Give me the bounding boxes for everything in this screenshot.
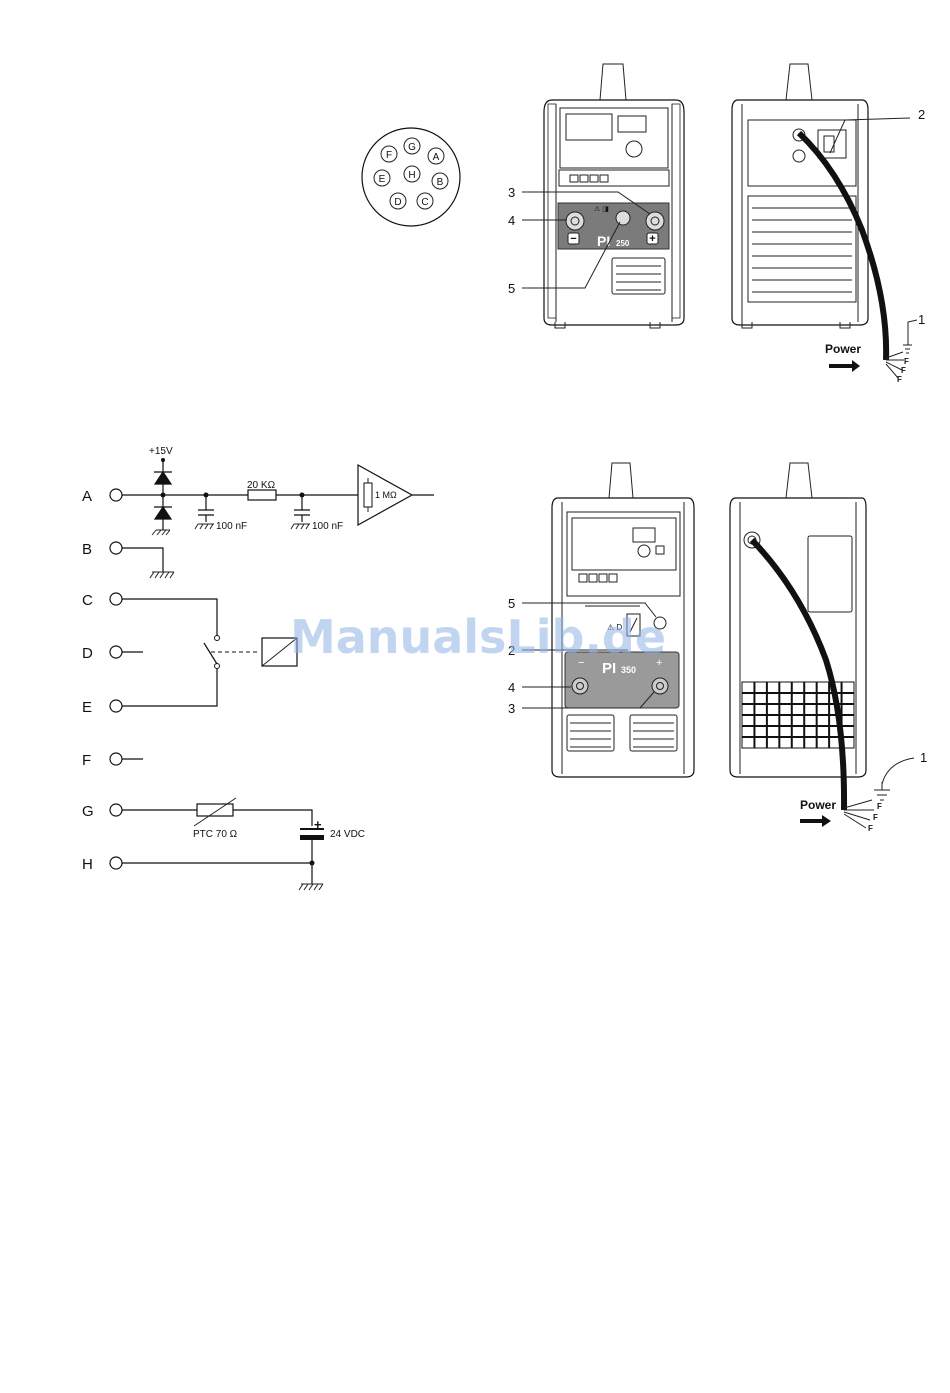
power-label: Power bbox=[800, 798, 836, 812]
power-arrow-icon bbox=[800, 815, 831, 827]
pi350-rear-view: F F F Power bbox=[730, 463, 914, 833]
power-arrow-icon bbox=[829, 360, 860, 372]
callout: 4 bbox=[508, 213, 515, 228]
plus-terminal: + bbox=[649, 233, 655, 245]
row-label: A bbox=[82, 488, 92, 505]
pin-label: E bbox=[379, 174, 386, 185]
pi250-model: PI bbox=[597, 233, 610, 249]
watermark: ManualsLib.de bbox=[290, 610, 666, 664]
row-label: G bbox=[82, 803, 94, 820]
terminal-b bbox=[110, 542, 122, 554]
row-label: E bbox=[82, 699, 92, 716]
callout: 5 bbox=[508, 596, 515, 611]
row-label: C bbox=[82, 592, 93, 609]
wire-label: F bbox=[904, 357, 909, 366]
connector-pinout: G A BC D E F H bbox=[362, 128, 460, 226]
terminal-d bbox=[110, 646, 122, 658]
pin-label: H bbox=[408, 170, 415, 181]
cap2-label: 100 nF bbox=[312, 521, 343, 532]
callout: 4 bbox=[508, 680, 515, 695]
wire-label: F bbox=[868, 824, 873, 833]
schematic: A B C D E F G H +15V 100 nF 20 KΩ 100 nF 1 MΩ bbox=[82, 446, 434, 890]
power-label: Power bbox=[825, 342, 861, 356]
wire-label: F bbox=[897, 375, 902, 384]
cap1-label: 100 nF bbox=[216, 521, 247, 532]
row-label: H bbox=[82, 856, 93, 873]
terminal-c bbox=[110, 593, 122, 605]
terminal-g bbox=[110, 804, 122, 816]
row-label: B bbox=[82, 541, 92, 558]
wire-label: F bbox=[877, 802, 882, 811]
plus-mark: + bbox=[314, 817, 322, 832]
terminal-h bbox=[110, 857, 122, 869]
resistor-label: 20 KΩ bbox=[247, 480, 276, 491]
wire-label: F bbox=[901, 366, 906, 375]
amp-res-label: 1 MΩ bbox=[375, 490, 397, 500]
callout: 3 bbox=[508, 701, 515, 716]
pin-label: F bbox=[386, 150, 392, 161]
pin-label: G bbox=[408, 142, 416, 153]
supply-label: +15V bbox=[149, 446, 173, 457]
row-label: F bbox=[82, 752, 91, 769]
callout: 5 bbox=[508, 281, 515, 296]
pin-label: A bbox=[433, 152, 440, 163]
row-label: D bbox=[82, 645, 93, 662]
pi250-rear-view: F F F Power bbox=[732, 64, 917, 384]
dc-label: 24 VDC bbox=[330, 829, 365, 840]
callout: 1 bbox=[920, 750, 927, 765]
minus-terminal: − bbox=[570, 233, 576, 245]
callout: 1 bbox=[918, 312, 925, 327]
terminal-a bbox=[110, 489, 122, 501]
ptc-label: PTC 70 Ω bbox=[193, 829, 238, 840]
pin-label: B bbox=[437, 177, 444, 188]
pin-label: D bbox=[394, 197, 401, 208]
pin-label: C bbox=[421, 197, 428, 208]
wire-label: F bbox=[873, 813, 878, 822]
pi350-model-sub: 350 bbox=[621, 665, 636, 675]
svg-text:⚠ ◨: ⚠ ◨ bbox=[594, 205, 609, 213]
terminal-f bbox=[110, 753, 122, 765]
pi250-model-sub: 250 bbox=[616, 239, 630, 248]
callout: 2 bbox=[918, 107, 925, 122]
callout: 3 bbox=[508, 185, 515, 200]
terminal-e bbox=[110, 700, 122, 712]
